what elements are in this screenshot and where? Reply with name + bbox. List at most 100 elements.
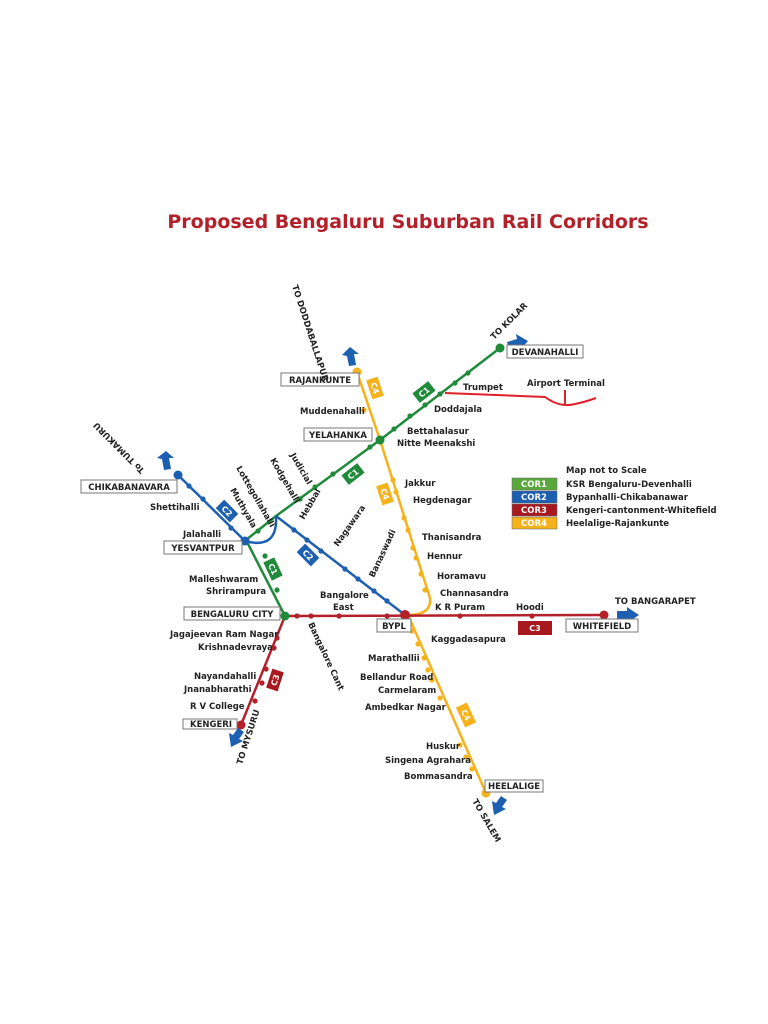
station-dot bbox=[418, 571, 424, 577]
terminal-box-bengaluru-city bbox=[183, 606, 281, 621]
station-label: R V College bbox=[190, 702, 245, 712]
badge-c3: C3 bbox=[518, 621, 552, 635]
terminal-dot-devanahalli bbox=[495, 343, 505, 353]
station-label: Ambedkar Nagar bbox=[365, 703, 447, 713]
station-label: Jnanabharathi bbox=[183, 685, 252, 695]
terminal-chikabanavara: CHIKABANAVARA bbox=[88, 483, 170, 493]
station-label: Hegdenagar bbox=[413, 496, 472, 506]
legend-label: KSR Bengaluru-Devenhalli bbox=[566, 480, 692, 490]
station-dot bbox=[294, 613, 300, 619]
arrow-mysuru-icon bbox=[229, 728, 244, 747]
junction-dot-yesvantpur bbox=[240, 536, 250, 546]
terminal-whitefield: WHITEFIELD bbox=[573, 622, 632, 632]
svg-text:C3: C3 bbox=[529, 624, 540, 633]
station-dot bbox=[457, 742, 463, 748]
terminal-box-chikabanavara bbox=[80, 479, 178, 494]
station-label: Nitte Meenakshi bbox=[397, 439, 475, 449]
terminal-dot-kengeri bbox=[236, 720, 246, 730]
station-dot bbox=[228, 525, 234, 531]
legend-swatch bbox=[511, 477, 558, 491]
station-dot bbox=[330, 471, 336, 477]
legend-note: Map not to Scale bbox=[566, 466, 647, 476]
station-dot bbox=[312, 484, 318, 490]
legend-code: COR1 bbox=[521, 480, 547, 490]
station-label: Shrirampura bbox=[206, 587, 266, 597]
terminal-box-devanahalli bbox=[506, 344, 584, 359]
station-label: Bellandur Road bbox=[360, 673, 433, 683]
station-label: Kaggadasapura bbox=[431, 635, 506, 645]
station-label: Hebbal bbox=[298, 487, 324, 521]
terminal-kengeri: KENGERI bbox=[190, 720, 232, 730]
badge-c2: C2 bbox=[296, 543, 320, 567]
station-dot bbox=[263, 666, 269, 672]
station-label: Jagajeevan Ram Nagar bbox=[169, 630, 279, 640]
station-dot bbox=[422, 402, 428, 408]
station-dot bbox=[308, 613, 314, 619]
station-dot bbox=[252, 698, 258, 704]
station-dot bbox=[465, 370, 471, 376]
terminal-box-kengeri bbox=[182, 718, 238, 730]
badge-c1: C1 bbox=[341, 463, 365, 485]
station-label: Malleshwaram bbox=[189, 575, 258, 585]
station-label: Bommasandra bbox=[404, 772, 473, 782]
station-label: Horamavu bbox=[437, 572, 486, 582]
legend: Map not to Scale COR1 KSR Bengaluru-Deven… bbox=[511, 466, 717, 530]
station-label: Bangalore bbox=[320, 591, 369, 601]
junction-dot-bypl bbox=[400, 610, 410, 620]
legend-swatch bbox=[511, 503, 558, 517]
station-label: Hoodi bbox=[516, 603, 544, 613]
terminal-box-whitefield bbox=[565, 618, 639, 633]
station-label: Krishnadevraya bbox=[198, 643, 273, 653]
terminal-box-rajankunte bbox=[280, 372, 360, 387]
line-airport-branch bbox=[444, 390, 597, 407]
station-label: Carmelaram bbox=[378, 686, 436, 696]
badge-c1: C1 bbox=[412, 381, 436, 403]
terminal-box-yelahanka bbox=[303, 427, 373, 442]
legend-swatch bbox=[511, 516, 558, 530]
station-dot bbox=[291, 527, 297, 533]
station-label: East bbox=[333, 603, 354, 613]
line-c4-curve bbox=[409, 597, 432, 617]
terminal-box-bypl bbox=[376, 618, 412, 633]
svg-text:C4: C4 bbox=[378, 487, 390, 501]
legend-code: COR3 bbox=[521, 506, 547, 516]
station-label: Bangalore Cant bbox=[305, 621, 345, 692]
station-dot bbox=[384, 613, 390, 619]
badge-c4: C4 bbox=[376, 482, 394, 506]
station-dot bbox=[457, 613, 463, 619]
station-label: Bettahalasur bbox=[407, 427, 470, 437]
station-dot bbox=[429, 677, 435, 683]
station-dot bbox=[371, 588, 377, 594]
svg-text:C3: C3 bbox=[269, 673, 281, 687]
badge-c1: C1 bbox=[263, 557, 283, 581]
line-c2-chord bbox=[244, 515, 278, 545]
direction-doddaballapur: TO DODDABALLAPUR bbox=[289, 284, 330, 384]
arrow-salem-icon bbox=[492, 796, 507, 815]
station-dot bbox=[469, 766, 475, 772]
station-dot bbox=[200, 496, 206, 502]
station-dot bbox=[297, 496, 303, 502]
terminal-box-heelalige bbox=[484, 779, 544, 793]
station-dot bbox=[437, 695, 443, 701]
junction-dot-bengaluru-city bbox=[280, 611, 290, 621]
station-dot bbox=[529, 613, 535, 619]
station-dot bbox=[425, 667, 431, 673]
terminal-box-yesvantpur bbox=[163, 540, 243, 555]
station-dot bbox=[422, 587, 428, 593]
terminal-yelahanka: YELAHANKA bbox=[308, 431, 367, 441]
station-dot bbox=[304, 537, 310, 543]
station-label: K R Puram bbox=[435, 603, 485, 613]
station-dot bbox=[367, 444, 373, 450]
line-c2-east bbox=[275, 515, 406, 616]
station-dot bbox=[271, 645, 277, 651]
line-c4-south bbox=[406, 614, 488, 794]
terminal-dot-whitefield bbox=[599, 610, 609, 620]
station-dot bbox=[452, 380, 458, 386]
legend-swatch bbox=[511, 490, 558, 504]
station-label: Jakkur bbox=[404, 479, 436, 489]
station-dot bbox=[342, 566, 348, 572]
station-label: Jalahalli bbox=[182, 530, 221, 540]
legend-code: COR4 bbox=[521, 519, 547, 529]
station-dot bbox=[355, 576, 361, 582]
